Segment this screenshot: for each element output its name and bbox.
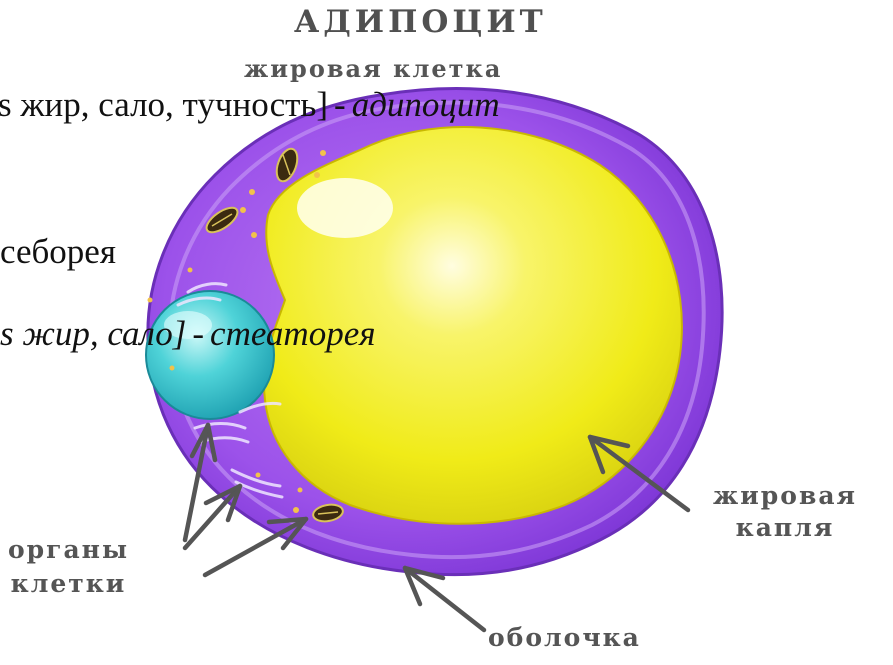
label-organelles-line1: органы bbox=[8, 533, 129, 567]
diagram-title: АДИПОЦИТ bbox=[294, 4, 547, 40]
label-membrane: оболочка bbox=[488, 623, 641, 652]
overlay-line1-prefix: s жир, сало, тучность] bbox=[0, 85, 328, 124]
nucleus bbox=[146, 291, 274, 419]
label-fat-droplet-line2: капля bbox=[713, 512, 857, 544]
overlay-line3-dash: - bbox=[186, 314, 210, 353]
diagram-subtitle: жировая клетка bbox=[244, 54, 502, 83]
overlay-line1-term: адипоцит bbox=[352, 85, 500, 124]
label-organelles: органы клетки bbox=[8, 533, 129, 601]
overlay-line3-prefix: s жир, сало] bbox=[0, 314, 186, 353]
overlay-line-seborrhea: себорея bbox=[0, 232, 116, 272]
overlay-line-steatorrhea: s жир, сало]-стеаторея bbox=[0, 314, 376, 354]
label-fat-droplet-line1: жировая bbox=[713, 480, 857, 512]
label-fat-droplet: жировая капля bbox=[713, 480, 857, 544]
overlay-line3-term: стеаторея bbox=[210, 314, 375, 353]
label-organelles-line2: клетки bbox=[8, 567, 129, 601]
overlay-line1-dash: - bbox=[328, 85, 352, 124]
overlay-line-adipocyte: s жир, сало, тучность]-адипоцит bbox=[0, 85, 500, 125]
